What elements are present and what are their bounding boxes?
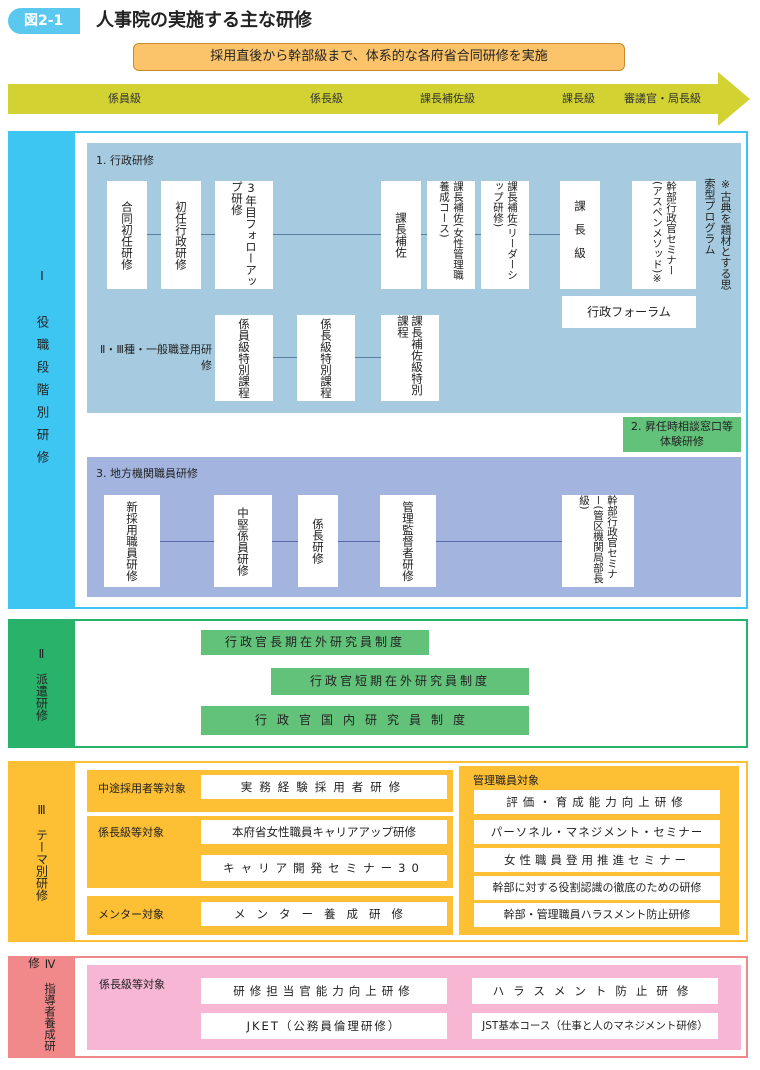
- page-title: 人事院の実施する主な研修: [96, 10, 312, 31]
- grade-label: 課長級: [562, 92, 595, 105]
- course-box: 課長補佐(女性管理職養成コース): [427, 181, 475, 289]
- section-2-label: Ⅱ 派遣研修: [9, 620, 75, 747]
- course-box: 中堅係員研修: [214, 495, 272, 587]
- shidosha-item: JST基本コース（仕事と人のマネジメント研修）: [472, 1013, 718, 1039]
- course-box: 幹部行政官セミナー(アスペンメソッド)※: [632, 181, 696, 289]
- theme-item: 本府省女性職員キャリアアップ研修: [201, 820, 447, 844]
- shidosha-item: 研修担当官能力向上研修: [201, 978, 447, 1004]
- shidosha-item: ハラスメント防止研修: [472, 978, 718, 1004]
- grade-label: 係長級: [310, 92, 343, 105]
- section-1-label: Ⅰ 役職段階別研修: [9, 132, 75, 608]
- special-course-box: 係長級特別課程: [297, 315, 355, 401]
- summary-banner: 採用直後から幹部級まで、体系的な各府省合同研修を実施: [133, 43, 625, 71]
- special-label: Ⅱ・Ⅲ種・一般職登用研修: [100, 343, 212, 372]
- figure-label: 図2-1: [8, 8, 80, 34]
- special-course-box: 課長補佐級特別課程: [381, 315, 439, 401]
- course-box: 係長研修: [298, 495, 338, 587]
- theme-target: 係長級等対象: [98, 826, 164, 839]
- theme-item: キャリア開発セミナー30: [201, 855, 447, 881]
- course-box: 課長補佐: [381, 181, 421, 289]
- course-box: 幹部行政官セミナー(管区機関局部長級): [562, 495, 634, 587]
- manager-item: 女性職員登用推進セミナー: [474, 848, 720, 872]
- haken-item: 行政官長期在外研究員制度: [201, 630, 429, 655]
- section-3-label: Ⅲ テーマ別研修: [9, 762, 75, 941]
- grade-arrow: [8, 84, 720, 114]
- manager-target: 管理職員対象: [473, 774, 539, 787]
- manager-item: パーソネル・マネジメント・セミナー: [474, 820, 720, 844]
- grade-label: 係員級: [108, 92, 141, 105]
- course-box: 3年目フォローアップ研修: [215, 181, 273, 289]
- shonin-box: 2. 昇任時相談窓口等体験研修: [623, 417, 741, 452]
- forum-box: 行政フォーラム: [562, 296, 696, 328]
- theme-target: 中途採用者等対象: [98, 782, 186, 795]
- grade-label: 審議官・局長級: [624, 92, 701, 105]
- theme-item: メンター養成研修: [201, 902, 447, 926]
- gyosei-title: 1. 行政研修: [96, 154, 154, 167]
- grade-arrow-head: [718, 72, 750, 126]
- shidosha-target: 係長級等対象: [99, 978, 165, 991]
- course-box: 新採用職員研修: [104, 495, 160, 587]
- theme-target: メンター対象: [98, 908, 164, 921]
- haken-item: 行政官国内研究員制度: [201, 706, 529, 735]
- manager-item: 幹部・管理職員ハラスメント防止研修: [474, 903, 720, 927]
- flow-line: [150, 541, 580, 542]
- course-box: 初任行政研修: [161, 181, 201, 289]
- flow-line: [120, 234, 600, 235]
- note-text: ※古典を題材とする思索型プログラム: [703, 178, 732, 290]
- theme-item: 実務経験採用者研修: [201, 775, 447, 799]
- special-course-box: 係員級特別課程: [215, 315, 273, 401]
- course-box: 管理監督者研修: [380, 495, 436, 587]
- shidosha-item: JKET（公務員倫理研修）: [201, 1013, 447, 1039]
- course-box: 合同初任研修: [107, 181, 147, 289]
- manager-item: 幹部に対する役割認識の徹底のための研修: [474, 876, 720, 900]
- chiho-title: 3. 地方機関職員研修: [96, 467, 198, 480]
- manager-item: 評価・育成能力向上研修: [474, 790, 720, 814]
- course-box: 課長級: [560, 181, 600, 289]
- grade-label: 課長補佐級: [420, 92, 475, 105]
- haken-item: 行政官短期在外研究員制度: [271, 668, 529, 695]
- course-box: 課長補佐(リーダーシップ研修): [481, 181, 529, 289]
- section-4-label: Ⅳ 指導者養成研修: [9, 957, 75, 1057]
